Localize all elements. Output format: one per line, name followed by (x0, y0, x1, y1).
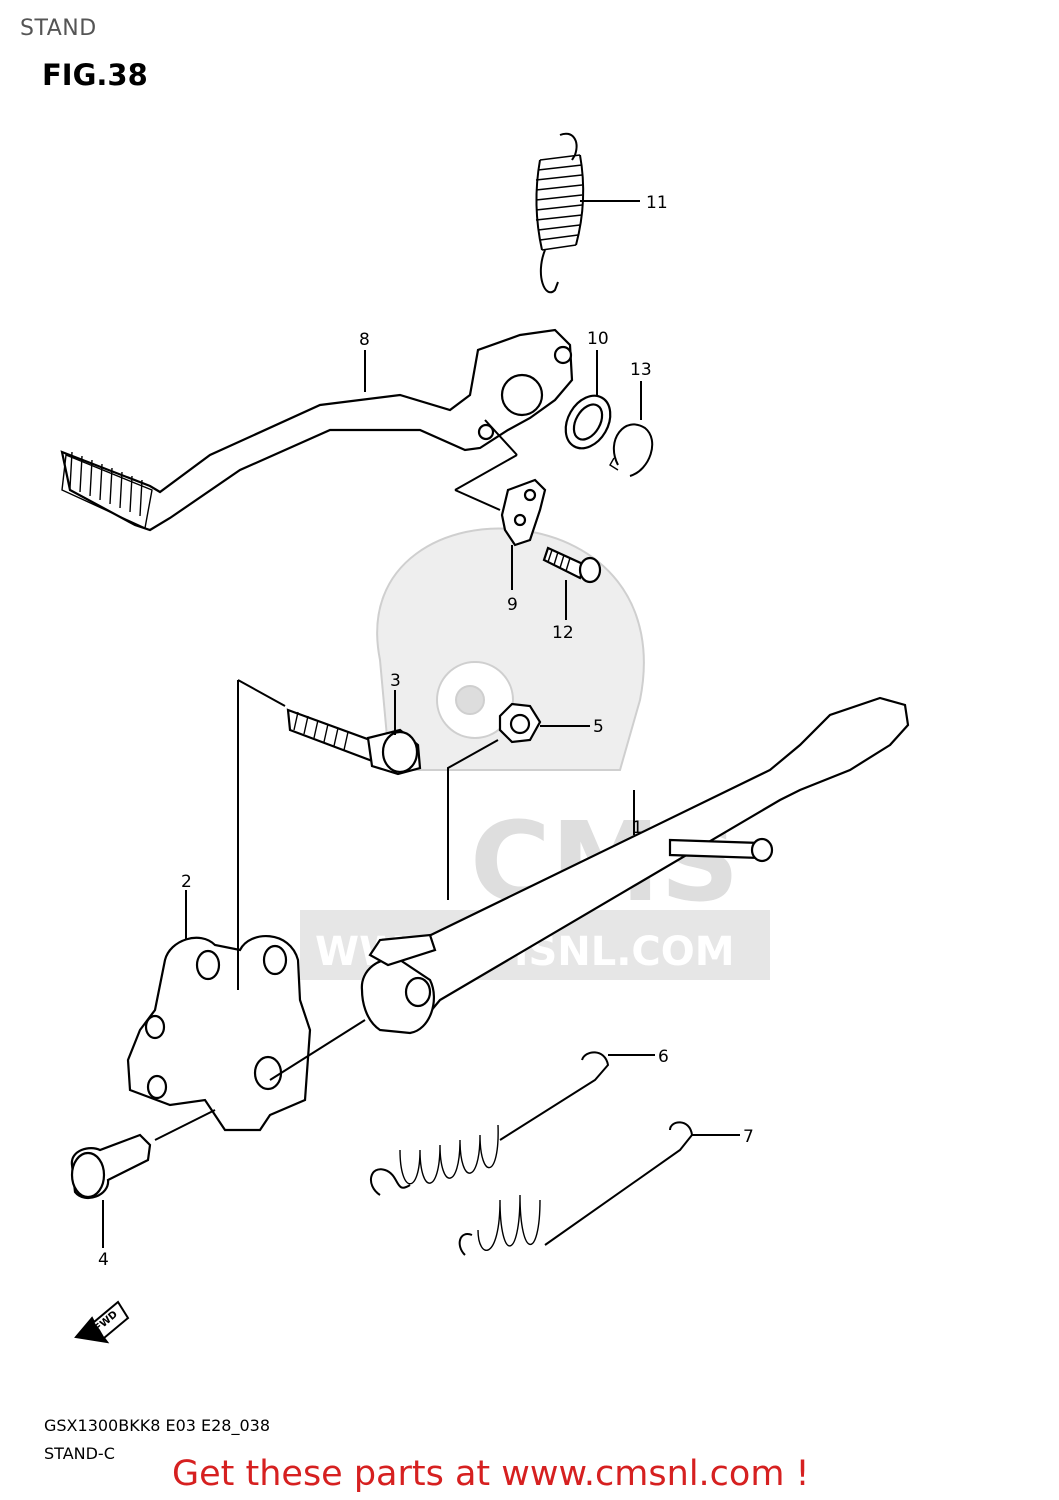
callout-7: 7 (743, 1127, 754, 1147)
callout-8: 8 (359, 330, 370, 350)
part-9-plate (454, 419, 547, 590)
part-8-brake-pedal (60, 328, 574, 532)
callout-labels: 1 2 3 4 5 6 7 8 9 10 11 12 13 (98, 193, 754, 1270)
part-4-pivot-bolt (70, 1133, 152, 1248)
part-13-circlip (609, 381, 654, 477)
callout-3: 3 (390, 671, 401, 691)
callout-10: 10 (587, 329, 609, 349)
callout-5: 5 (593, 717, 604, 737)
callout-12: 12 (552, 623, 574, 643)
part-3-bolt (237, 679, 422, 776)
callout-4: 4 (98, 1250, 109, 1270)
callout-13: 13 (630, 360, 652, 380)
figure-title: FIG.38 (42, 58, 148, 92)
part-5-nut (447, 702, 590, 900)
part-6-spring (370, 1051, 655, 1196)
part-11-spring (535, 132, 640, 294)
fwd-direction-marker: FWD (74, 1300, 130, 1344)
callout-11: 11 (646, 193, 668, 213)
callout-2: 2 (181, 872, 192, 892)
diagram-subtitle: STAND-C (44, 1444, 115, 1463)
part-10-washer (564, 350, 612, 450)
part-2-bracket (126, 680, 366, 1141)
callout-9: 9 (507, 595, 518, 615)
diagram-code: GSX1300BKK8 E03 E28_038 (44, 1416, 271, 1435)
promo-link[interactable]: Get these parts at www.cmsnl.com ! (172, 1454, 810, 1494)
callout-1: 1 (632, 818, 643, 838)
callout-6: 6 (658, 1047, 669, 1067)
header-label: STAND (20, 16, 97, 41)
part-12-bolt (542, 546, 602, 620)
part-7-spring (458, 1121, 740, 1256)
part-1-side-stand (360, 696, 910, 1035)
